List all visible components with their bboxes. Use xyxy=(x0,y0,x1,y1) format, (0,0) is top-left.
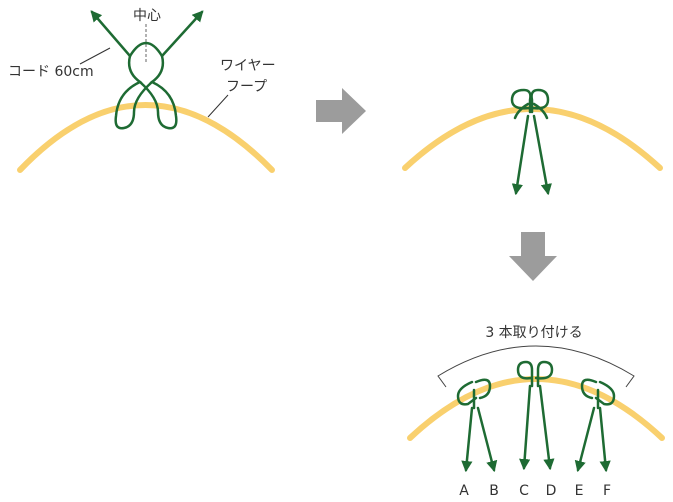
cord-knot-left xyxy=(456,378,498,473)
cord-label: コード 60cm xyxy=(8,64,94,80)
cord-letter-b: B xyxy=(489,483,499,499)
wire-hoop-3 xyxy=(407,376,665,441)
wire-hoop-label-line1: ワイヤー xyxy=(220,58,276,74)
cord-knot-center xyxy=(516,360,555,471)
attach-bracket xyxy=(437,345,635,388)
cord-knot-2 xyxy=(510,88,552,196)
cord-letter-e: E xyxy=(575,483,584,499)
hoop-leader-line xyxy=(207,94,229,118)
gray-down-arrow-icon xyxy=(509,232,557,281)
cord-knot-right xyxy=(574,378,616,473)
cord-leader-line xyxy=(79,47,111,65)
wire-hoop-label-line2: フープ xyxy=(226,79,267,95)
cord-letter-f: F xyxy=(603,483,611,499)
panel-step-1: 中心 コード 60cm ワイヤー フープ xyxy=(8,8,276,173)
panel-step-3: 3 本取り付ける A B C D E F xyxy=(407,325,665,499)
gray-right-arrow-icon xyxy=(316,88,366,134)
cord-letter-d: D xyxy=(546,483,557,499)
center-label: 中心 xyxy=(133,8,161,24)
cord-knot-1 xyxy=(90,10,204,130)
cord-letter-a: A xyxy=(459,483,469,499)
attach-three-label: 3 本取り付ける xyxy=(485,325,582,341)
panel-step-2 xyxy=(402,88,663,196)
cord-letter-c: C xyxy=(519,483,529,499)
wire-hoop-2 xyxy=(402,106,663,171)
wire-hoop-1 xyxy=(17,102,275,173)
